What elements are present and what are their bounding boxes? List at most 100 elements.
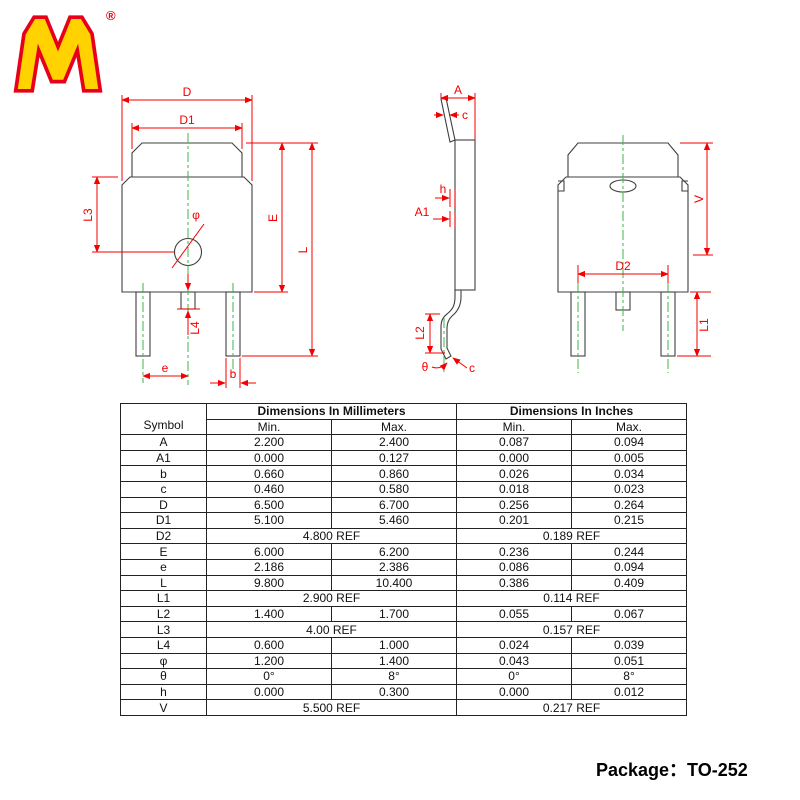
cell-symbol: L2 <box>120 605 207 623</box>
cell-mm-max: 1.700 <box>330 605 458 623</box>
header-in-min: Min. <box>456 418 573 436</box>
cell-in-min: 0.256 <box>456 496 573 514</box>
cell-symbol: V <box>120 699 207 716</box>
dim-label-h: h <box>440 182 447 196</box>
cell-symbol: h <box>120 683 207 701</box>
logo-graphic <box>13 15 103 93</box>
cell-in-min: 0.000 <box>456 449 573 467</box>
header-mm-min: Min. <box>206 418 332 436</box>
cell-symbol: c <box>120 480 207 498</box>
dim-L1 <box>677 291 711 357</box>
dim-label-D1: D1 <box>179 113 195 127</box>
table-row: h 0.000 0.300 0.000 0.012 <box>120 683 688 701</box>
cell-symbol: L3 <box>120 621 207 638</box>
package-label: Package：TO-252 <box>596 760 748 780</box>
table-row: φ 1.200 1.400 0.043 0.051 <box>120 652 688 670</box>
back-left-notch <box>558 180 565 192</box>
cell-in-ref: 0.157 REF <box>456 621 688 638</box>
cell-mm-min: 0.600 <box>206 636 332 654</box>
cell-in-max: 0.215 <box>571 512 688 529</box>
table-row: D 6.500 6.700 0.256 0.264 <box>120 496 688 514</box>
cell-in-ref: 0.189 REF <box>456 527 688 545</box>
cell-in-min: 0.087 <box>456 434 573 451</box>
table-row: V 5.500 REF 0.217 REF <box>120 699 688 716</box>
cell-symbol: e <box>120 558 207 576</box>
header-mm-max: Max. <box>330 418 458 436</box>
cell-mm-ref: 4.00 REF <box>205 621 458 638</box>
cell-symbol: b <box>120 465 207 482</box>
cell-in-min: 0.024 <box>456 636 573 654</box>
cell-in-ref: 0.217 REF <box>456 699 688 716</box>
table-row: L1 2.900 REF 0.114 REF <box>120 590 688 607</box>
table-row: A1 0.000 0.127 0.000 0.005 <box>120 449 688 467</box>
cell-mm-max: 6.200 <box>330 543 458 560</box>
cell-symbol: φ <box>120 652 207 670</box>
dim-L3 <box>92 176 174 253</box>
table-row: L4 0.600 1.000 0.024 0.039 <box>120 636 688 654</box>
cell-in-max: 0.005 <box>571 449 688 467</box>
cell-mm-max: 0.300 <box>330 683 458 701</box>
cell-in-max: 0.023 <box>571 480 688 498</box>
cell-mm-max: 10.400 <box>330 574 458 592</box>
cell-in-min: 0.026 <box>456 465 573 482</box>
side-tab-outline <box>440 97 456 143</box>
side-body-outline <box>454 139 476 291</box>
side-lead <box>440 290 462 360</box>
table-row: D1 5.100 5.460 0.201 0.215 <box>120 512 688 529</box>
cell-symbol: D1 <box>120 512 207 529</box>
dim-label-L: L <box>296 246 310 253</box>
cell-in-min: 0.086 <box>456 558 573 576</box>
table-row: b 0.660 0.860 0.026 0.034 <box>120 465 688 482</box>
side-view-drawing: A c h A1 L2 θ c <box>413 83 476 375</box>
cell-mm-min: 6.500 <box>206 496 332 514</box>
cell-in-max: 0.244 <box>571 543 688 560</box>
cell-in-max: 0.067 <box>571 605 688 623</box>
cell-mm-min: 1.400 <box>206 605 332 623</box>
dim-D2 <box>577 265 669 283</box>
dim-label-V: V <box>692 195 706 203</box>
cell-mm-min: 1.200 <box>206 652 332 670</box>
cell-mm-max: 0.580 <box>330 480 458 498</box>
dim-E <box>246 142 318 293</box>
cell-mm-max: 0.127 <box>330 449 458 467</box>
cell-in-max: 0.012 <box>571 683 688 701</box>
cell-mm-min: 0.000 <box>206 449 332 467</box>
cell-symbol: E <box>120 543 207 560</box>
cell-mm-max: 8° <box>330 668 458 685</box>
table-row: L3 4.00 REF 0.157 REF <box>120 621 688 638</box>
table-row: θ 0° 8° 0° 8° <box>120 668 688 685</box>
cell-mm-min: 0.460 <box>206 480 332 498</box>
angle-arc <box>431 362 448 371</box>
cell-mm-min: 0.660 <box>206 465 332 482</box>
cell-mm-min: 5.100 <box>206 512 332 529</box>
dim-V <box>680 142 713 256</box>
dim-label-E: E <box>266 214 280 222</box>
cell-in-max: 0.039 <box>571 636 688 654</box>
registered-mark: ® <box>106 8 116 23</box>
cell-symbol: A1 <box>120 449 207 467</box>
dim-h <box>435 189 456 207</box>
dim-b <box>210 358 256 388</box>
cell-mm-max: 2.400 <box>330 434 458 451</box>
cell-in-max: 0.094 <box>571 558 688 576</box>
cell-mm-ref: 2.900 REF <box>205 590 458 607</box>
cell-in-min: 0.236 <box>456 543 573 560</box>
cell-in-max: 0.264 <box>571 496 688 514</box>
dim-L4 <box>177 274 200 335</box>
cell-mm-ref: 4.800 REF <box>205 527 458 545</box>
logo-m-shape <box>13 15 103 93</box>
table-row: c 0.460 0.580 0.018 0.023 <box>120 480 688 498</box>
cell-in-min: 0.043 <box>456 652 573 670</box>
cell-in-min: 0.201 <box>456 512 573 529</box>
hole-diameter-leader <box>171 223 205 269</box>
cell-symbol: L <box>120 574 207 592</box>
cell-mm-max: 5.460 <box>330 512 458 529</box>
cell-in-min: 0.000 <box>456 683 573 701</box>
dim-label-theta: θ <box>422 360 429 374</box>
dim-label-c-bottom: c <box>469 361 475 375</box>
cell-in-max: 0.051 <box>571 652 688 670</box>
cell-mm-max: 2.386 <box>330 558 458 576</box>
cell-mm-min: 0.000 <box>206 683 332 701</box>
dim-label-A1: A1 <box>415 205 430 219</box>
